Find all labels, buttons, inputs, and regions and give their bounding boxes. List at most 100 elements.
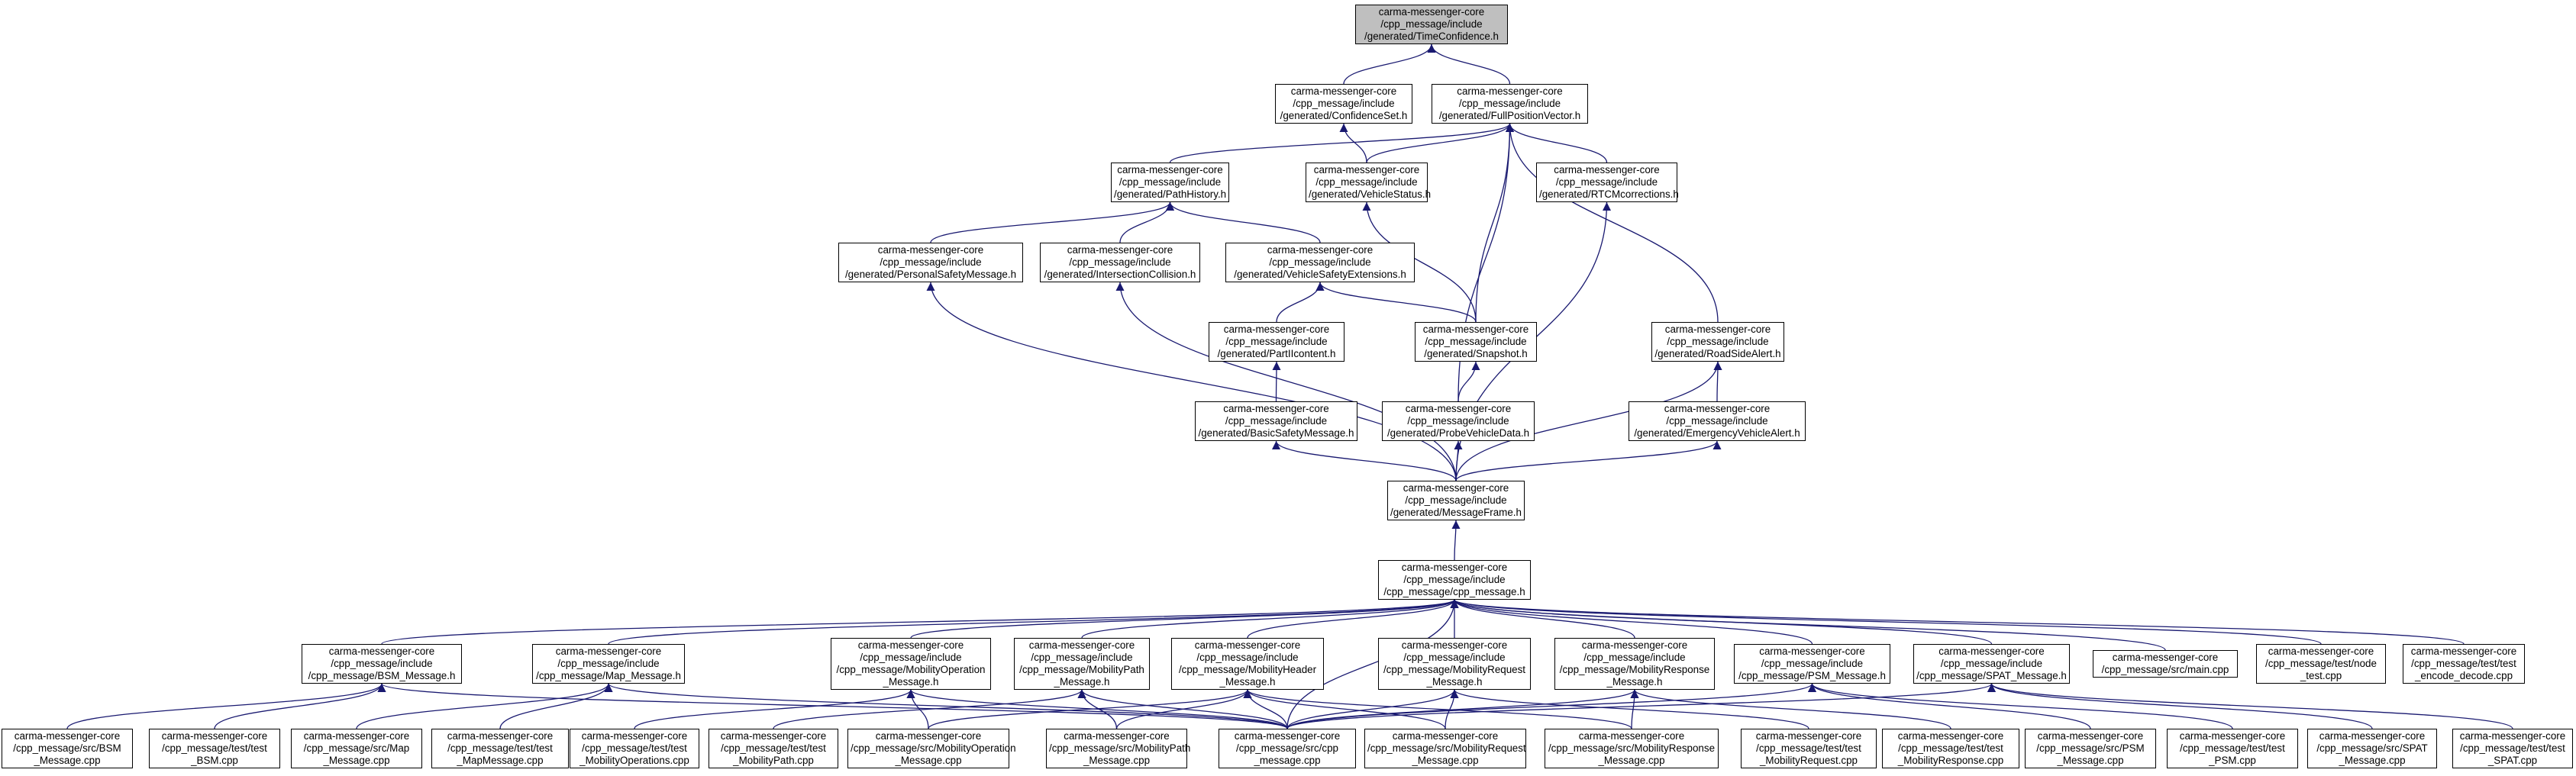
file-node-personalsafetymessage[interactable]: carma-messenger-core/cpp_message/include… [838, 243, 1023, 282]
file-node-main-cpp[interactable]: carma-messenger-core/cpp_message/src/mai… [2093, 650, 2238, 678]
node-label-line: /cpp_message/include [1583, 652, 1686, 663]
edge-cpp_message_h-to-MessageFrame [1451, 520, 1461, 561]
file-node-mobilitypath-h[interactable]: carma-messenger-core/cpp_message/include… [1014, 638, 1150, 690]
node-label-line: _Message.cpp [34, 755, 101, 766]
node-label-line: carma-messenger-core [2459, 730, 2566, 742]
file-node-fullpositionvector[interactable]: carma-messenger-core/cpp_message/include… [1432, 84, 1588, 124]
node-label-line: /cpp_message/include [1315, 176, 1418, 188]
file-node-src-mobilityoperation-cpp[interactable]: carma-messenger-core/cpp_message/src/Mob… [847, 729, 1016, 768]
node-label-line: _Message.h [883, 676, 939, 687]
edge-PathHistory-to-FullPositionVector [1169, 123, 1514, 163]
file-node-src-map-cpp[interactable]: carma-messenger-core/cpp_message/src/Map… [291, 729, 422, 768]
node-label-line: /generated/RTCMcorrections.h [1539, 188, 1679, 200]
edge-src_cpp_message_cpp-to-Map_Message_h [604, 683, 1288, 729]
file-node-basicsafetymessage[interactable]: carma-messenger-core/cpp_message/include… [1195, 401, 1357, 441]
file-node-test-map-cpp[interactable]: carma-messenger-core/cpp_message/test/te… [431, 729, 569, 768]
file-node-emergencyvehiclealert[interactable]: carma-messenger-core/cpp_message/include… [1629, 401, 1806, 441]
file-node-map-message-h[interactable]: carma-messenger-core/cpp_message/include… [532, 644, 685, 684]
file-node-vehiclesafetyextensions[interactable]: carma-messenger-core/cpp_message/include… [1225, 243, 1415, 282]
node-label-line: /cpp_message/test/node [2265, 658, 2377, 669]
node-label-line: carma-messenger-core [1457, 85, 1563, 97]
node-label-line: carma-messenger-core [14, 730, 121, 742]
file-node-messageframe[interactable]: carma-messenger-core/cpp_message/include… [1387, 481, 1525, 520]
node-label-line: /cpp_message/include [1407, 415, 1509, 427]
node-label-line: /cpp_message/test/test [1898, 742, 2003, 754]
file-node-confidenceset[interactable]: carma-messenger-core/cpp_message/include… [1275, 84, 1412, 124]
node-label-line: carma-messenger-core [581, 730, 688, 742]
file-node-src-psm-cpp[interactable]: carma-messenger-core/cpp_message/src/PSM… [2025, 729, 2156, 768]
file-node-test-mobilityoperations-cpp[interactable]: carma-messenger-core/cpp_message/test/te… [570, 729, 699, 768]
file-node-psm-message-h[interactable]: carma-messenger-core/cpp_message/include… [1734, 644, 1890, 684]
file-node-test-psm-cpp[interactable]: carma-messenger-core/cpp_message/test/te… [2167, 729, 2298, 768]
node-label-line: /generated/MessageFrame.h [1390, 507, 1522, 518]
file-node-cpp-message-h[interactable]: carma-messenger-core/cpp_message/include… [1378, 560, 1531, 600]
file-node-bsm-message-h[interactable]: carma-messenger-core/cpp_message/include… [302, 644, 462, 684]
file-node-src-cpp-message-cpp[interactable]: carma-messenger-core/cpp_message/src/cpp… [1219, 729, 1356, 768]
node-label-line: /generated/IntersectionCollision.h [1044, 269, 1196, 280]
file-node-src-spat-cpp[interactable]: carma-messenger-core/cpp_message/src/SPA… [2307, 729, 2437, 768]
file-node-src-mobilityresponse-cpp[interactable]: carma-messenger-core/cpp_message/src/Mob… [1545, 729, 1719, 768]
file-node-mobilityheader-h[interactable]: carma-messenger-core/cpp_message/include… [1171, 638, 1324, 690]
node-label-line: carma-messenger-core [1664, 403, 1771, 414]
file-node-test-mobilityresponse-cpp[interactable]: carma-messenger-core/cpp_message/test/te… [1882, 729, 2019, 768]
node-label-line: carma-messenger-core [1554, 164, 1660, 175]
edge-RoadSideAlert-to-FullPositionVector [1506, 123, 1719, 323]
edge-test_Map_cpp-to-Map_Message_h [499, 683, 613, 729]
file-node-partiicontent[interactable]: carma-messenger-core/cpp_message/include… [1209, 322, 1344, 362]
file-node-test-encode-decode-cpp[interactable]: carma-messenger-core/cpp_message/test/te… [2403, 644, 2525, 684]
file-node-src-mobilitypath-cpp[interactable]: carma-messenger-core/cpp_message/src/Mob… [1046, 729, 1190, 768]
node-label-line: /generated/FullPositionVector.h [1438, 110, 1581, 121]
file-node-roadsidealert[interactable]: carma-messenger-core/cpp_message/include… [1651, 322, 1784, 362]
edge-MessageFrame-to-IntersectionCollision [1115, 282, 1457, 481]
file-node-mobilityresponse-h[interactable]: carma-messenger-core/cpp_message/include… [1554, 638, 1715, 690]
node-label-line: /cpp_message/include [1225, 336, 1328, 347]
file-node-vehiclestatus[interactable]: carma-messenger-core/cpp_message/include… [1306, 163, 1431, 202]
node-label-line: carma-messenger-core [875, 730, 982, 742]
node-label-line: /cpp_message/include [1403, 652, 1506, 663]
file-node-rtcmcorrections[interactable]: carma-messenger-core/cpp_message/include… [1536, 163, 1679, 202]
file-node-mobilityrequest-h[interactable]: carma-messenger-core/cpp_message/include… [1378, 638, 1531, 690]
file-node-mobilityoperation-h[interactable]: carma-messenger-core/cpp_message/include… [831, 638, 991, 690]
node-label-line: carma-messenger-core [555, 646, 662, 657]
file-node-src-mobilityrequest-cpp[interactable]: carma-messenger-core/cpp_message/src/Mob… [1364, 729, 1526, 768]
node-label-line: /cpp_message/include [1196, 652, 1299, 663]
node-label-line: /cpp_message/MobilityOperation [836, 664, 986, 675]
edge-src_MobilityRequest_cpp-to-MobilityHeader_h [1243, 689, 1446, 729]
node-label-line: carma-messenger-core [328, 646, 435, 657]
edge-VehicleStatus-to-FullPositionVector [1366, 123, 1514, 163]
node-label-line: /cpp_message/src/BSM [13, 742, 121, 754]
node-label-line: _Message.cpp [1598, 755, 1665, 766]
node-label-line: carma-messenger-core [1234, 730, 1341, 742]
file-node-probevehicledata[interactable]: carma-messenger-core/cpp_message/include… [1382, 401, 1535, 441]
edge-MobilityPath_h-to-cpp_message_h [1081, 599, 1459, 639]
node-label-line: carma-messenger-core [857, 639, 964, 651]
node-label-line: /generated/Snapshot.h [1424, 348, 1528, 359]
node-label-line: /cpp_message/include [331, 658, 433, 669]
file-node-test-bsm-cpp[interactable]: carma-messenger-core/cpp_message/test/te… [149, 729, 280, 768]
file-node-node-test-cpp[interactable]: carma-messenger-core/cpp_message/test/no… [2256, 644, 2386, 684]
file-node-pathhistory[interactable]: carma-messenger-core/cpp_message/include… [1111, 163, 1229, 202]
node-label-line: /cpp_message/include [1761, 658, 1864, 669]
node-label-line: carma-messenger-core [2410, 646, 2517, 657]
node-label-line: /cpp_message/src/SPAT [2316, 742, 2428, 754]
node-label-line: /generated/TimeConfidence.h [1364, 31, 1499, 42]
file-node-src-bsm-cpp[interactable]: carma-messenger-core/cpp_message/src/BSM… [2, 729, 133, 768]
file-node-test-mobilityrequest-cpp[interactable]: carma-messenger-core/cpp_message/test/te… [1741, 729, 1877, 768]
file-node-spat-message-h[interactable]: carma-messenger-core/cpp_message/include… [1913, 644, 2070, 684]
edge-src_Map_cpp-to-Map_Message_h [356, 683, 613, 729]
edge-MessageFrame-to-RoadSideAlert [1455, 361, 1722, 481]
node-label-line: /cpp_message/src/Map [303, 742, 410, 754]
file-node-intersectioncollision[interactable]: carma-messenger-core/cpp_message/include… [1040, 243, 1200, 282]
file-node-snapshot[interactable]: carma-messenger-core/cpp_message/include… [1415, 322, 1537, 362]
node-label-line: carma-messenger-core [1028, 639, 1135, 651]
file-node-test-mobilitypath-cpp[interactable]: carma-messenger-core/cpp_message/test/te… [709, 729, 838, 768]
node-label-line: /cpp_message/MobilityRequest [1383, 664, 1526, 675]
node-label-line: /cpp_message/MobilityResponse [1559, 664, 1710, 675]
node-label-line: /cpp_message/include [880, 256, 982, 268]
node-label-line: carma-messenger-core [1422, 324, 1529, 335]
file-node-test-spat-cpp[interactable]: carma-messenger-core/cpp_message/test/te… [2452, 729, 2573, 768]
edge-PartIIcontent-to-VehicleSafetyExtensions [1276, 282, 1325, 323]
node-label-line: _Message.h [1426, 676, 1483, 687]
node-label-line: _Message.cpp [895, 755, 962, 766]
